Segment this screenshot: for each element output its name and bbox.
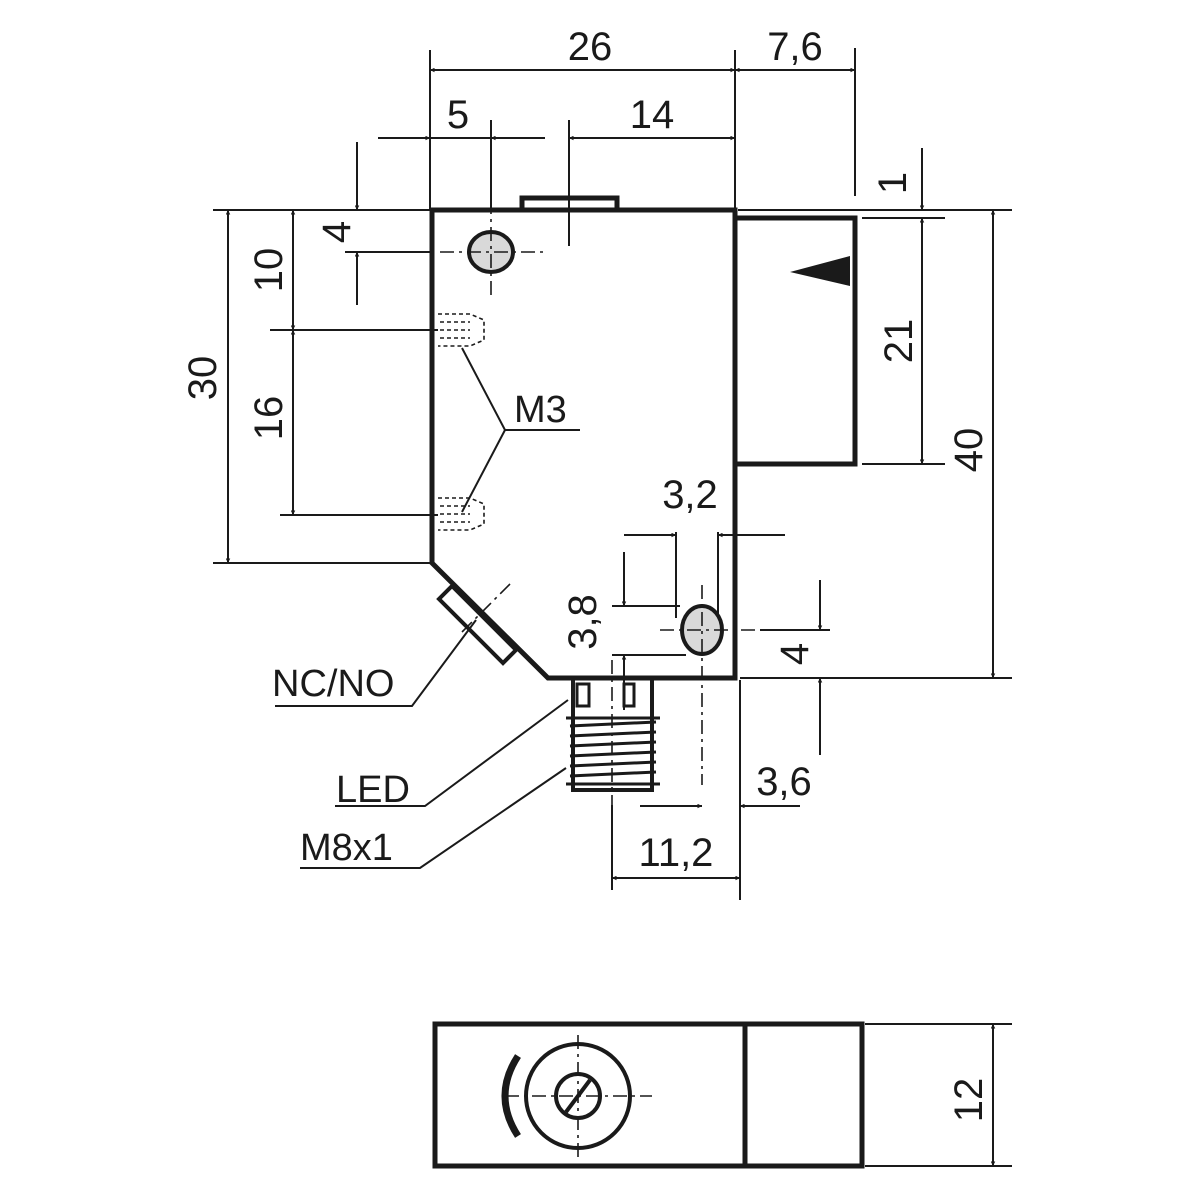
dim-lens-height: 21 [877, 319, 921, 364]
side-view: 12 [432, 1021, 1012, 1169]
dim-m3-spacing: 16 [247, 396, 291, 441]
dim-conn-offset: 3,6 [756, 760, 812, 804]
dim-hole-top: 4 [315, 221, 359, 243]
dim-hole-height: 3,8 [561, 594, 605, 650]
side-housing [432, 1021, 865, 1169]
dim-width-lens: 7,6 [767, 25, 823, 69]
dim-depth: 12 [947, 1078, 991, 1123]
front-view: 26 7,6 5 14 1 4 10 16 30 21 40 3,2 3,8 4… [181, 25, 1012, 900]
dim-hole-dia: 3,2 [662, 473, 718, 517]
lens-housing [735, 215, 858, 467]
nc-no-switch [436, 583, 519, 666]
dim-offset-14: 14 [630, 93, 675, 137]
label-nc-no: NC/NO [272, 663, 394, 705]
dim-height-40: 40 [947, 428, 991, 473]
leader-lines [275, 347, 580, 869]
label-m3: M3 [514, 389, 567, 431]
dim-hole-bottom: 4 [773, 643, 817, 665]
m3-thread-upper [438, 313, 485, 347]
mounting-hole-bottom [660, 585, 780, 785]
emitter-triangle-icon [790, 256, 850, 286]
dim-hole-offset: 5 [447, 93, 469, 137]
connector-face-icon [501, 1035, 652, 1158]
m8-connector [566, 660, 660, 820]
dim-height-30: 30 [181, 356, 225, 401]
dim-m3-top: 10 [247, 248, 291, 293]
m3-thread-lower [438, 497, 485, 531]
dim-width-body: 26 [568, 25, 613, 69]
mounting-hole-top [440, 200, 545, 300]
extension-lines [213, 48, 1012, 900]
housing-outline [429, 207, 738, 681]
dimension-lines [225, 67, 996, 881]
label-thread: M8x1 [300, 827, 393, 869]
dim-conn-width: 11,2 [639, 831, 714, 875]
dim-offset-1: 1 [871, 172, 915, 194]
label-led: LED [336, 769, 410, 811]
